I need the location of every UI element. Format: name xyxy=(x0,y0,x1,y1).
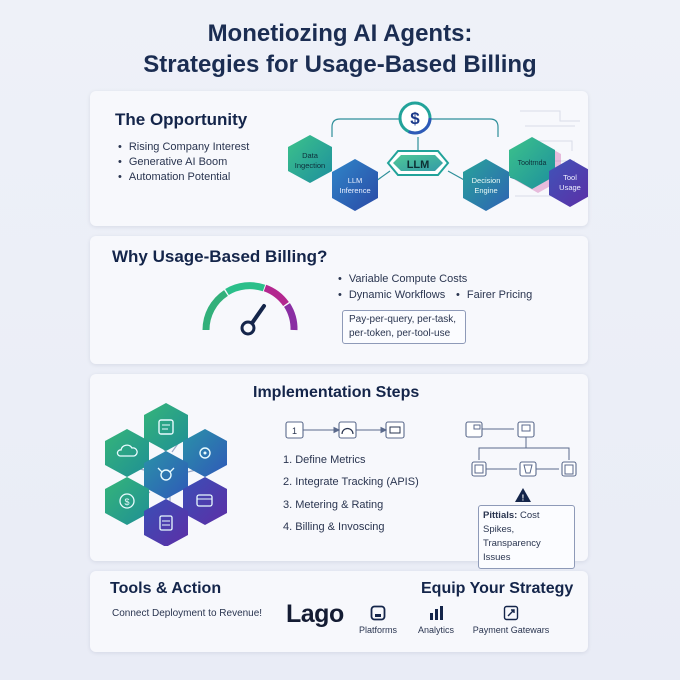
billing-flow-diagram: ! xyxy=(465,421,577,503)
implementation-heading: Implementation Steps xyxy=(253,384,420,401)
why-bullet: Variable Compute Costs xyxy=(338,273,467,285)
node-label: Tool xyxy=(563,173,577,182)
lago-logo: Lago xyxy=(286,600,344,628)
tools-panel: Tools & Action Connect Deployment to Rev… xyxy=(90,571,588,652)
pitfalls-text: Transparency Issues xyxy=(483,538,541,563)
node-decision-engine: Decision Engine xyxy=(463,159,509,211)
node-data-ingection: Data Ingection xyxy=(288,135,332,183)
title-line-2: Strategies for Usage-Based Billing xyxy=(143,51,537,78)
flow-step-box xyxy=(385,421,405,439)
hex-cloud xyxy=(105,429,149,477)
hex-card xyxy=(183,477,227,525)
svg-text:$: $ xyxy=(124,497,129,507)
step-item: 1. Define Metrics xyxy=(283,454,366,466)
opportunity-heading: The Opportunity xyxy=(115,110,248,129)
svg-text:$: $ xyxy=(410,109,420,128)
why-bullet: Fairer Pricing xyxy=(456,289,532,301)
tool-analytics: Analytics xyxy=(406,605,466,635)
svg-text:!: ! xyxy=(522,494,525,503)
step-item: 4. Billing & Invoscing xyxy=(283,521,385,533)
node-label: Engine xyxy=(474,186,497,195)
hex-dollar: $ xyxy=(105,477,149,525)
pitfalls-text: Cost Spikes, xyxy=(483,510,540,535)
node-label: Inference xyxy=(339,186,370,195)
page-title: Monetiozing AI Agents: Strategies for Us… xyxy=(0,18,680,80)
gauge-icon xyxy=(202,282,298,336)
node-llm: LLM xyxy=(386,150,450,176)
pricing-units-line: Pay-per-query, per-task, xyxy=(349,314,457,325)
agent-pipeline-diagram: $ Data Ingection LLM Inference LLM Decis… xyxy=(288,101,588,211)
hex-cluster-diagram: $ xyxy=(105,403,227,546)
node-label: Tooltrnda xyxy=(518,160,547,167)
opportunity-bullet: Generative AI Boom xyxy=(118,156,227,168)
why-heading: Why Usage-Based Billing? xyxy=(112,247,328,266)
pricing-units-box: Pay-per-query, per-task, per-token, per-… xyxy=(342,310,466,344)
tool-label: Payment Gatewars xyxy=(472,625,550,635)
implementation-panel: Implementation Steps $ xyxy=(90,374,588,569)
platforms-icon xyxy=(370,605,386,621)
hex-center-node xyxy=(144,451,188,499)
tools-subtext: Connect Deployment to Revenue! xyxy=(112,608,263,619)
pitfalls-label: Pittials: xyxy=(483,510,518,521)
hex-invoice xyxy=(144,499,188,546)
node-label: Ingection xyxy=(295,161,325,170)
warning-icon: ! xyxy=(515,488,531,503)
opportunity-bullet: Automation Potential xyxy=(118,171,231,183)
equip-heading: Equip Your Strategy xyxy=(421,580,574,597)
opportunity-panel: The Opportunity Rising Company Interest … xyxy=(90,91,588,226)
dollar-icon: $ xyxy=(398,101,432,135)
node-llm-inference: LLM Inference xyxy=(332,159,378,211)
node-label: Usage xyxy=(559,183,581,192)
step-item: 2. Integrate Tracking (APIS) xyxy=(283,476,419,488)
pitfalls-box: Pittials: Cost Spikes, Transparency Issu… xyxy=(478,505,575,569)
opportunity-bullet: Rising Company Interest xyxy=(118,141,249,153)
tool-label: Analytics xyxy=(417,625,454,635)
why-panel: Why Usage-Based Billing? Variable Comput… xyxy=(90,236,588,364)
tools-heading: Tools & Action xyxy=(110,580,222,597)
payment-gateway-icon xyxy=(503,605,519,621)
node-label: LLM xyxy=(348,176,363,185)
analytics-icon xyxy=(430,606,443,620)
tool-label: Platforms xyxy=(358,625,397,635)
circuit-decoration xyxy=(515,110,580,197)
steps-flow-diagram: 1 xyxy=(285,421,405,439)
flow-step-number: 1 xyxy=(292,426,297,436)
pricing-units-line: per-token, per-tool-use xyxy=(349,328,451,339)
node-label: Decision xyxy=(472,176,501,185)
step-item: 3. Metering & Rating xyxy=(283,499,384,511)
hex-dashboard xyxy=(144,403,188,451)
title-line-1: Monetiozing AI Agents: xyxy=(207,20,473,47)
node-label: Data xyxy=(302,151,319,160)
tool-platforms: Platforms xyxy=(348,605,408,635)
why-bullet: Dynamic Workflows xyxy=(338,289,445,301)
node-tools: Tooltrnda xyxy=(509,137,561,193)
tool-payment-gateways: Payment Gatewars xyxy=(466,605,556,635)
hex-settings xyxy=(183,429,227,477)
flow-step-box xyxy=(338,421,357,439)
node-label: LLM xyxy=(407,159,430,171)
pipeline-arrows xyxy=(331,118,533,186)
node-tool-usage: Tool Usage xyxy=(549,159,588,207)
